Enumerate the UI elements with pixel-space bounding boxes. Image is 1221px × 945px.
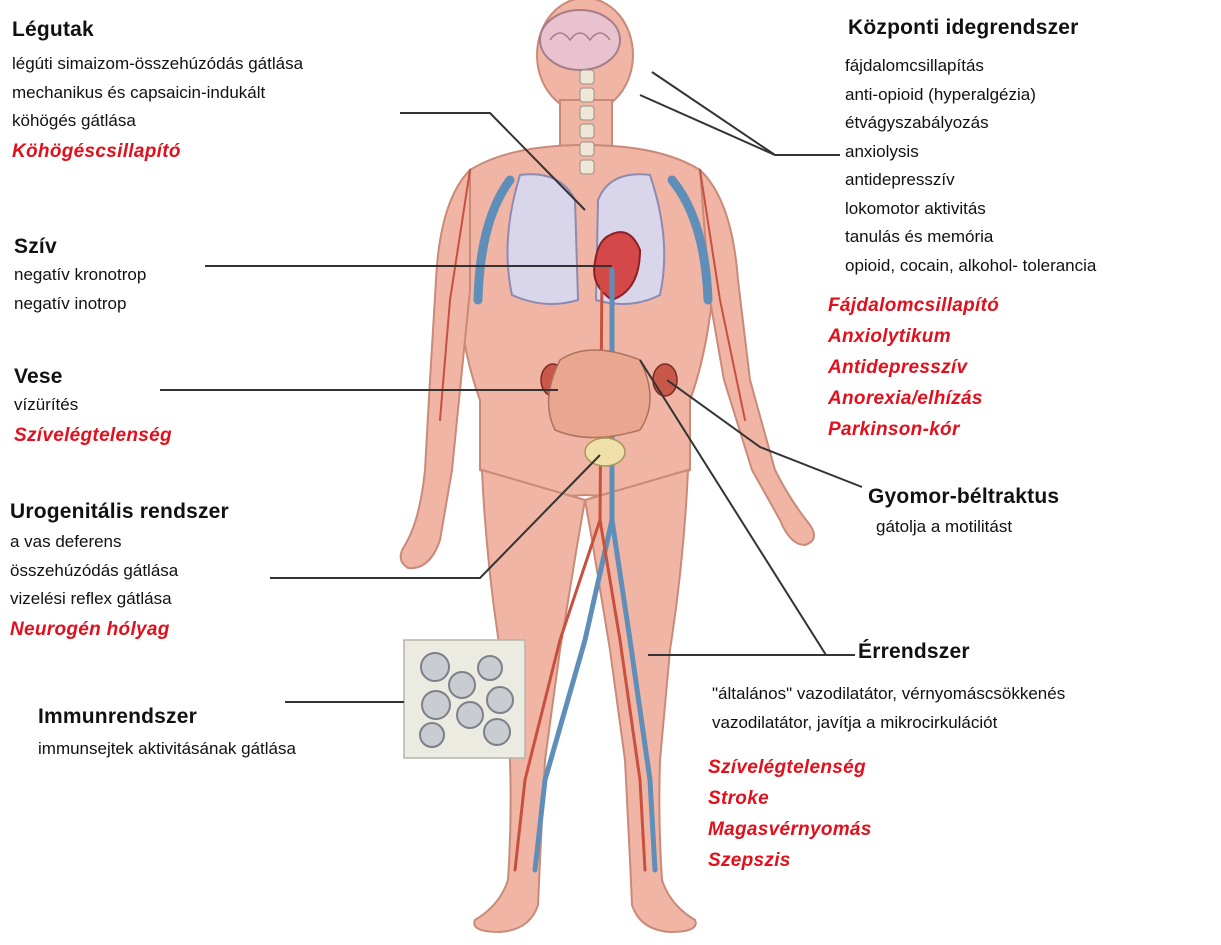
cns-clinical-5: Parkinson-kór: [828, 414, 999, 445]
respiratory-effect-1: légúti simaizom-összehúzódás gátlása: [12, 50, 303, 79]
respiratory-effect-2: mechanikus és capsaicin-indukált: [12, 79, 303, 108]
cns-clinical: Fájdalomcsillapító Anxiolytikum Antidepr…: [828, 290, 999, 445]
urogenital-heading: Urogenitális rendszer: [10, 500, 229, 524]
vascular-effect-1: "általános" vazodilatátor, vérnyomáscsök…: [712, 680, 1065, 709]
gi-heading: Gyomor-béltraktus: [868, 485, 1059, 509]
bladder: [585, 438, 625, 466]
cns-effect-7: tanulás és memória: [845, 223, 1096, 252]
cns-effect-8: opioid, cocain, alkohol- tolerancia: [845, 252, 1096, 281]
urogenital-effect-3: vizelési reflex gátlása: [10, 585, 229, 614]
immune-heading: Immunrendszer: [38, 705, 296, 729]
urogenital-section: Urogenitális rendszer a vas deferens öss…: [10, 500, 229, 645]
heart-effect-2: negatív inotrop: [14, 290, 146, 319]
urogenital-clinical-1: Neurogén hólyag: [10, 614, 229, 645]
cns-clinical-2: Anxiolytikum: [828, 321, 999, 352]
cns-clinical-1: Fájdalomcsillapító: [828, 290, 999, 321]
immune-cells-inset: [404, 640, 525, 758]
heart-section: Szív negatív kronotrop negatív inotrop: [14, 235, 146, 318]
cns-effect-2: anti-opioid (hyperalgézia): [845, 81, 1096, 110]
intestines: [549, 350, 650, 438]
urogenital-effect-1: a vas deferens: [10, 528, 229, 557]
brain: [540, 10, 620, 70]
vascular-clinical-3: Magasvérnyomás: [708, 814, 872, 845]
vascular-heading: Érrendszer: [858, 640, 970, 664]
cns-effect-5: antidepresszív: [845, 166, 1096, 195]
heart-heading: Szív: [14, 235, 146, 259]
vascular-clinical-2: Stroke: [708, 783, 872, 814]
kidney-heading: Vese: [14, 365, 172, 389]
respiratory-clinical-1: Köhögéscsillapító: [12, 136, 303, 167]
cns-effect-6: lokomotor aktivitás: [845, 195, 1096, 224]
cns-effect-1: fájdalomcsillapítás: [845, 52, 1096, 81]
cns-clinical-3: Antidepresszív: [828, 352, 999, 383]
cns-heading-wrap: Központi idegrendszer: [848, 16, 1079, 40]
kidney-effect-1: vízürítés: [14, 391, 172, 420]
vascular-effect-2: vazodilatátor, javítja a mikrocirkuláció…: [712, 709, 1065, 738]
respiratory-section: Légutak légúti simaizom-összehúzódás gát…: [12, 18, 303, 167]
cns-clinical-4: Anorexia/elhízás: [828, 383, 999, 414]
immune-section: Immunrendszer immunsejtek aktivitásának …: [38, 705, 296, 764]
vascular-clinical-4: Szepszis: [708, 845, 872, 876]
cns-section: fájdalomcsillapítás anti-opioid (hyperal…: [845, 52, 1096, 280]
kidney-clinical-1: Szívelégtelenség: [14, 420, 172, 451]
vascular-section: "általános" vazodilatátor, vérnyomáscsök…: [712, 680, 1065, 737]
respiratory-effect-3: köhögés gátlása: [12, 107, 303, 136]
gi-effect-1: gátolja a motilitást: [868, 513, 1059, 542]
urogenital-effect-2: összehúzódás gátlása: [10, 557, 229, 586]
heart-effect-1: negatív kronotrop: [14, 261, 146, 290]
immune-effect-1: immunsejtek aktivitásának gátlása: [38, 735, 296, 764]
right-kidney: [653, 364, 677, 396]
vascular-clinical-1: Szívelégtelenség: [708, 752, 872, 783]
cns-effect-4: anxiolysis: [845, 138, 1096, 167]
cns-heading: Központi idegrendszer: [848, 16, 1079, 40]
vascular-heading-wrap: Érrendszer: [858, 640, 970, 664]
respiratory-heading: Légutak: [12, 18, 303, 42]
kidney-section: Vese vízürítés Szívelégtelenség: [14, 365, 172, 451]
gi-section: Gyomor-béltraktus gátolja a motilitást: [868, 485, 1059, 542]
cns-effect-3: étvágyszabályozás: [845, 109, 1096, 138]
vascular-clinical: Szívelégtelenség Stroke Magasvérnyomás S…: [708, 752, 872, 876]
